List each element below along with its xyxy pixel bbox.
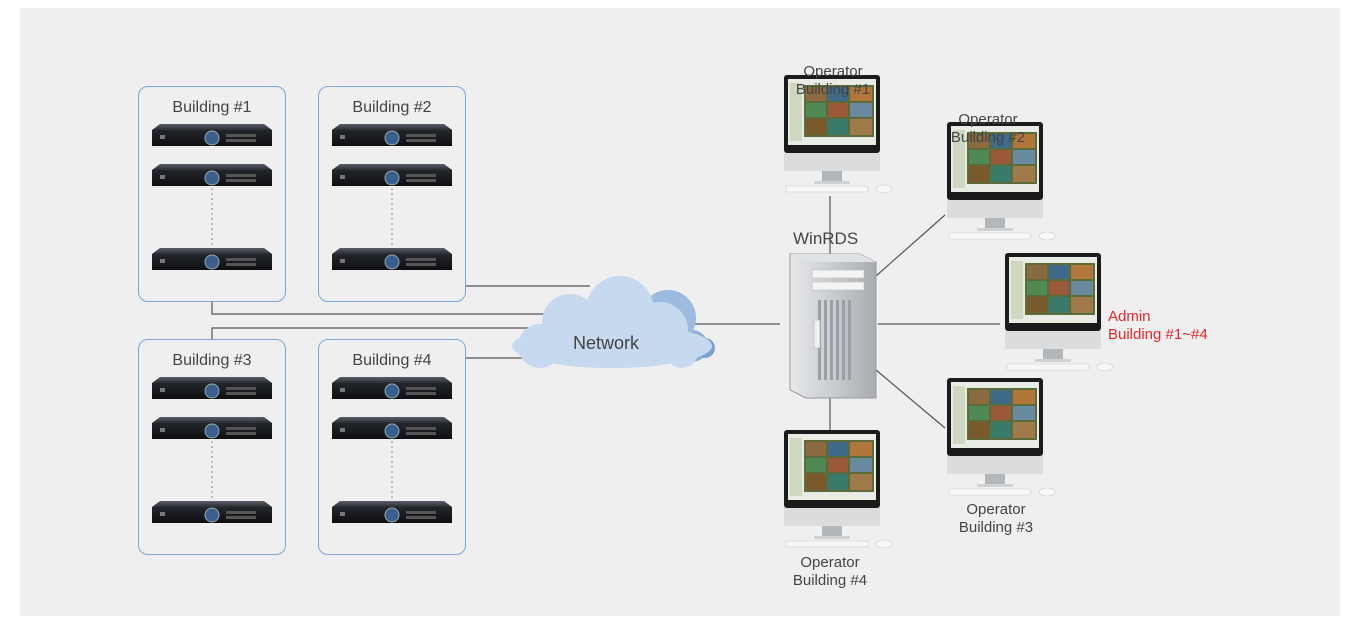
dvr-stack-icon — [151, 376, 273, 524]
operator-1-label: Operator Building #1 — [779, 63, 887, 99]
building-label: Building #3 — [172, 352, 252, 369]
server-label: WinRDS — [793, 229, 859, 248]
operator-building: Building #1 — [795, 81, 871, 98]
operator-4-label: Operator Building #4 — [776, 554, 884, 590]
building-label: Building #4 — [352, 352, 432, 369]
building-label: Building #1 — [172, 99, 252, 116]
admin-label: Admin Building #1~#4 — [1108, 308, 1208, 344]
operator-title: Operator — [800, 554, 860, 571]
building-3-box: Building #3 — [138, 339, 286, 555]
dvr-stack-icon — [151, 124, 273, 271]
admin-title: Admin — [1108, 308, 1151, 325]
operator-2-label: Operator Building #2 — [943, 111, 1033, 147]
operator-title: Operator — [803, 63, 863, 80]
operator-building: Building #3 — [958, 519, 1034, 536]
dvr-stack-icon — [331, 376, 453, 524]
building-1-box: Building #1 — [138, 86, 286, 302]
operator-building: Building #2 — [950, 129, 1026, 146]
building-2-box: Building #2 — [318, 86, 466, 302]
operator-title: Operator — [966, 501, 1026, 518]
operator-3-label: Operator Building #3 — [943, 501, 1049, 537]
building-label: Building #2 — [352, 99, 432, 116]
building-4-box: Building #4 — [318, 339, 466, 555]
dvr-stack-icon — [331, 123, 453, 271]
network-label: Network — [573, 333, 640, 353]
operator-title: Operator — [958, 111, 1018, 128]
admin-building: Building #1~#4 — [1108, 326, 1208, 343]
operator-building: Building #4 — [792, 572, 868, 589]
